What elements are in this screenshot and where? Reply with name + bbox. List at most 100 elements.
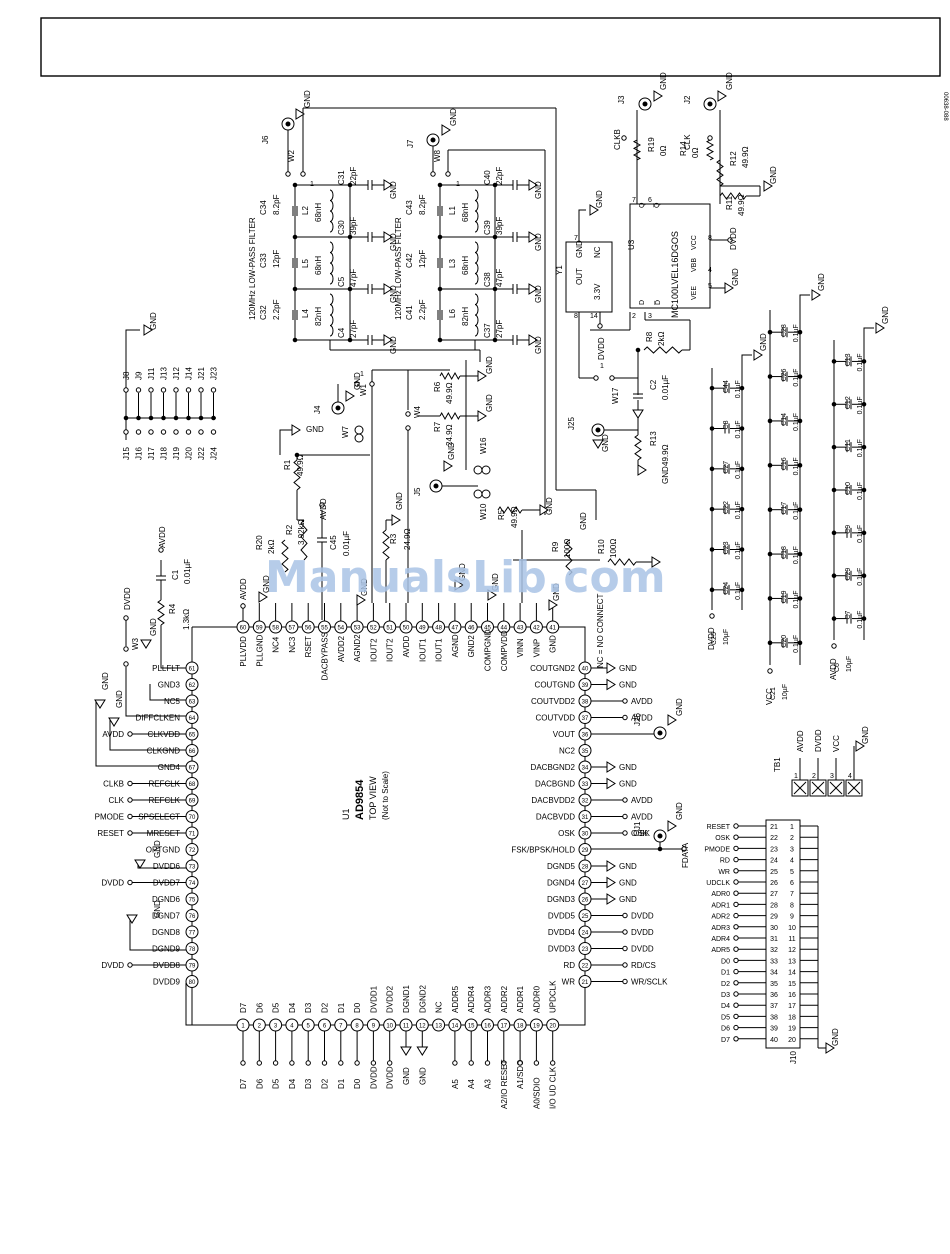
bypass-net: AVDD	[829, 658, 838, 680]
u1-pin-number: 48	[435, 626, 442, 632]
header-ref-bottom: J20	[185, 447, 194, 460]
u1-pin-13	[432, 1018, 446, 1032]
u1-pin-number: 6	[323, 1024, 327, 1030]
label: 100Ω	[563, 539, 572, 558]
u1-pin-19	[529, 1018, 543, 1032]
u1-pin-number: 77	[189, 931, 196, 937]
net-port	[733, 1024, 739, 1031]
net-port	[733, 957, 739, 964]
u1-pin-number: 10	[386, 1024, 393, 1030]
j10-signal: D5	[721, 1014, 730, 1021]
j10-even-pin: 36	[770, 992, 778, 999]
net-label: GND	[619, 780, 637, 789]
filter-a-label: L4	[301, 309, 310, 318]
u1-pin-number: 29	[582, 848, 589, 854]
filter-a-label: 8.2pF	[272, 194, 281, 215]
ground-symbol	[855, 740, 865, 752]
j10-even-pin: 24	[770, 858, 778, 865]
ground-symbol	[134, 859, 146, 869]
j10-odd-pin: 19	[788, 1026, 796, 1033]
label: OSK	[633, 829, 651, 838]
junction-dot	[831, 616, 837, 621]
net-label: A2/IO RESET	[500, 1060, 509, 1109]
junction-dot	[437, 182, 443, 188]
label: GND	[485, 394, 494, 412]
r13	[634, 434, 642, 461]
u1-pin-3	[269, 1018, 283, 1032]
bypass-cap-value: 0.1µF	[793, 324, 800, 342]
junction-dot	[292, 337, 298, 343]
u1-pin-number: 79	[189, 964, 196, 970]
bypass-net: DVDD	[707, 627, 716, 650]
u1-pin-name: DVDD7	[153, 879, 181, 888]
net-port	[123, 615, 129, 621]
j4-coax-center	[335, 405, 341, 411]
header-ref-top: J14	[185, 367, 194, 380]
u1-pin-number: 1	[241, 1024, 245, 1030]
label: R10	[597, 539, 606, 554]
j10-signal: D7	[721, 1037, 730, 1044]
w4-pin	[405, 411, 411, 417]
j1-coax-center	[657, 833, 663, 839]
u1-pin-27	[578, 876, 592, 889]
j10-even-pin: 30	[770, 925, 778, 932]
junction-dot	[292, 182, 298, 188]
u1-pin-name: PLLFLT	[152, 664, 180, 673]
net-port	[622, 830, 628, 836]
ground-symbol	[140, 639, 152, 649]
u1-pin-name: VOUT	[553, 730, 575, 739]
u1-pin-name: DVDD1	[369, 985, 378, 1013]
tb1-net: AVDD	[796, 730, 805, 752]
bypass-cap-ref: C20	[781, 635, 788, 648]
filter-a-label: C5	[337, 276, 346, 287]
u1-pin-52	[366, 620, 380, 634]
label: 49.9Ω	[741, 146, 750, 168]
j10-even-pin: 21	[770, 824, 778, 831]
label: 1	[456, 181, 460, 188]
net-label: GND	[619, 763, 637, 772]
u1-pin-name: AVDD	[402, 636, 411, 658]
u1-pin-number: 54	[337, 626, 344, 632]
label: 3.3V	[593, 283, 602, 300]
ground-symbol	[606, 777, 616, 790]
label: 5	[708, 283, 712, 290]
net-port	[127, 830, 133, 836]
label: GND	[353, 372, 362, 390]
bypass-cap-value: 0.1µF	[793, 413, 800, 431]
filter-b-label: C40	[483, 170, 492, 185]
u1-pin-name: DVDD9	[153, 978, 181, 987]
net-port	[733, 901, 739, 908]
u1-pin-name: NC4	[272, 636, 281, 653]
bypass-cap-value: 0.1µF	[793, 369, 800, 387]
label: W2	[287, 149, 296, 162]
net-port	[622, 813, 628, 820]
ground-symbol	[606, 893, 616, 905]
w2-pin	[300, 171, 306, 177]
label: W8	[433, 149, 442, 162]
bypass-cap-value: 0.1µF	[857, 611, 864, 629]
net-port	[733, 834, 739, 840]
label: Q̅	[653, 202, 661, 208]
junction-dot	[831, 401, 837, 407]
label: GND	[153, 840, 162, 858]
filter-b-label: C37	[483, 323, 492, 338]
filter-b-label: 2.2pF	[418, 299, 427, 320]
u1-pin-number: 32	[582, 799, 589, 805]
u1-pin-66	[185, 744, 199, 757]
r10	[607, 558, 637, 566]
u1-pin-number: 60	[240, 626, 247, 632]
u1-pin-name: NC	[435, 1001, 444, 1013]
u1-pin-21	[578, 975, 592, 988]
u1-pin-name: DACBGND2	[531, 763, 576, 772]
y1-body	[565, 241, 613, 313]
u1-pin-name: COMPVDD	[500, 630, 509, 671]
bypass-cap-value: 0.1µF	[793, 590, 800, 608]
u1-pin-26	[578, 892, 592, 906]
filter-b-label: 68nH	[461, 203, 470, 222]
junction-dot	[797, 329, 803, 335]
u1-pin-name: REFCLK	[148, 780, 180, 789]
junction-dot	[294, 452, 300, 458]
u1-pin-name: DGND8	[152, 928, 181, 937]
label: 2kΩ	[657, 332, 666, 346]
u1-pin-34	[578, 760, 592, 774]
